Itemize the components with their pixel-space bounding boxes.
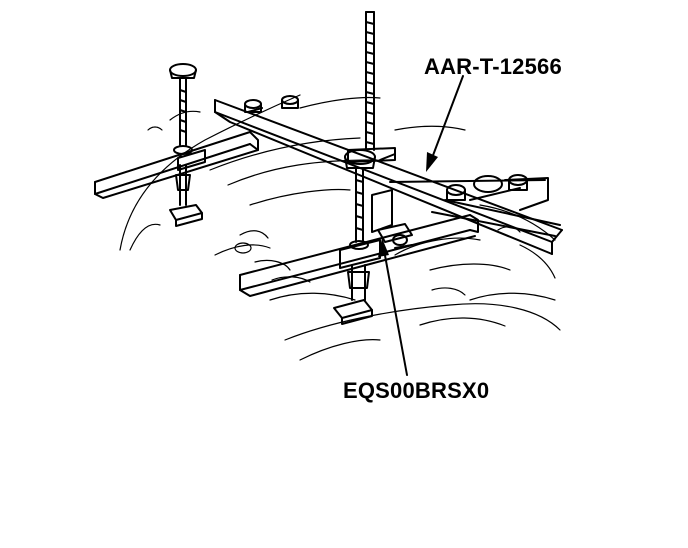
center-adapter xyxy=(371,189,413,249)
leader-lines xyxy=(383,75,464,376)
main-beam-bolts xyxy=(244,95,299,113)
drawing-code-callout: EQS00BRSX0 xyxy=(343,378,490,403)
arrow-head-support-tool xyxy=(426,152,438,172)
leader-line-support-tool xyxy=(431,75,464,159)
center-threaded-rod xyxy=(347,11,396,163)
front-cross-bar xyxy=(239,214,479,297)
center-hook-assembly xyxy=(333,149,376,325)
support-tool-callout: AAR-T-12566 xyxy=(424,54,562,79)
engine-bay-outline xyxy=(119,94,561,361)
arrow-head-drawing-code xyxy=(378,238,389,257)
main-support-beam xyxy=(214,99,563,255)
leader-line-drawing-code xyxy=(383,249,408,376)
right-bolt-assembly xyxy=(446,174,528,201)
left-hook-assembly xyxy=(169,63,203,227)
left-cross-bar xyxy=(94,131,259,199)
